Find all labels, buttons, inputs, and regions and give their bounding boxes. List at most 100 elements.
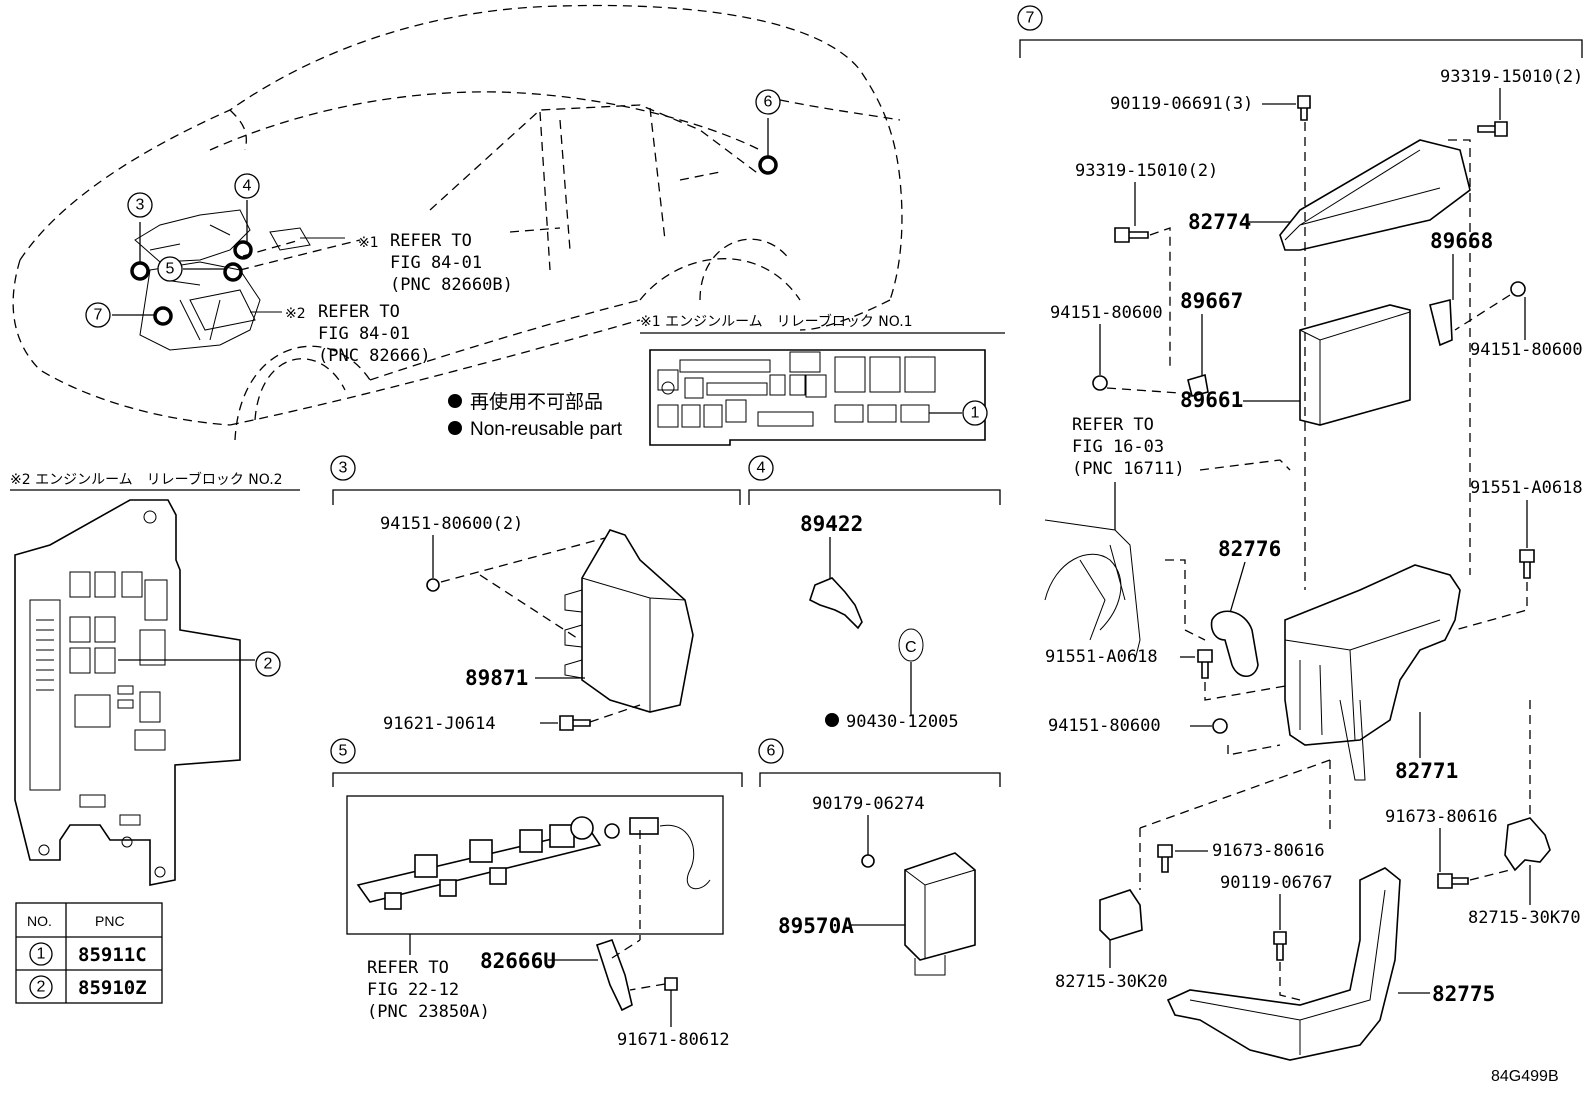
car-body-outline — [12, 4, 903, 441]
relay-block-2-housing — [14, 499, 241, 886]
part-82771: 82771 — [1395, 759, 1458, 783]
sec7-ref-line-2: FIG 16-03 — [1072, 437, 1164, 457]
svg-text:6: 6 — [764, 94, 773, 111]
bolt-icon — [1477, 121, 1508, 137]
leader-4 — [242, 239, 301, 257]
duct-82775 — [1166, 867, 1401, 1061]
nut-icon — [426, 578, 440, 592]
bolt-icon — [664, 977, 678, 991]
callout-5-header: 5 — [330, 738, 356, 764]
ref2-line-2: FIG 84-01 — [318, 324, 410, 344]
location-ring-6 — [758, 155, 778, 175]
svg-text:7: 7 — [1026, 10, 1035, 27]
pnc-row-1-no-circle — [29, 942, 53, 966]
sec5-ref-line-1: REFER TO — [367, 958, 449, 978]
part-90119-06691-3: 90119-06691(3) — [1110, 94, 1253, 114]
ref1-line-1: REFER TO — [390, 231, 472, 251]
section-4: 4 89422 C 90430-12005 — [748, 455, 1001, 732]
svg-text:5: 5 — [166, 261, 175, 278]
callout-5: 5 — [157, 256, 183, 282]
pnc-table: NO. PNC 1 85911C 2 85910Z — [15, 902, 163, 1004]
section-3: 3 94151-80600(2) 89871 91621-J0614 — [330, 455, 741, 734]
callout-3: 3 — [127, 192, 153, 218]
part-91551-A0618-left: 91551-A0618 — [1045, 647, 1158, 667]
bolt-icon — [1273, 931, 1287, 961]
bolt-icon — [1297, 95, 1311, 121]
legend-dot-en — [448, 421, 462, 435]
part-94151-80600-lower: 94151-80600 — [1048, 716, 1161, 736]
part-82715-30K70: 82715-30K70 — [1468, 908, 1581, 928]
svg-text:1: 1 — [971, 405, 980, 422]
callout-3-header: 3 — [330, 455, 356, 481]
svg-text:7: 7 — [94, 307, 103, 324]
part-82715-30K20: 82715-30K20 — [1055, 972, 1168, 992]
sec5-ref-line-2: FIG 22-12 — [367, 980, 459, 1000]
bolt-icon — [559, 715, 591, 731]
sec7-ref-line-1: REFER TO — [1072, 415, 1154, 435]
radiator-fan-sketch — [1044, 519, 1141, 661]
airbox-82771 — [1284, 564, 1461, 746]
part-89667: 89667 — [1180, 289, 1243, 313]
ref2-mark: ※2 — [285, 306, 306, 322]
gasket-ring — [898, 628, 924, 662]
part-94151-80600-2: 94151-80600(2) — [380, 514, 523, 534]
section-5: 5 REFER TO FIG 22-12 (PNC 23850A) 82666U — [330, 738, 743, 1050]
pnc-row-1-pnc: 85911C — [78, 944, 147, 966]
part-82774: 82774 — [1188, 210, 1251, 234]
pnc-row-2-no-circle — [29, 975, 53, 999]
pnc-table-header-pnc: PNC — [95, 913, 125, 929]
ecu-89871 — [581, 529, 694, 713]
callout-4-header: 4 — [748, 455, 774, 481]
section-7: 7 90119-06691(3) 93319-15010(2) 93319-15… — [1017, 5, 1583, 1061]
callout-4: 4 — [234, 173, 260, 199]
bracket-89668 — [1429, 298, 1453, 347]
svg-text:4: 4 — [757, 460, 766, 477]
callout-2: 2 — [255, 651, 281, 677]
part-93319-15010-2-left: 93319-15010(2) — [1075, 161, 1218, 181]
part-89871: 89871 — [465, 666, 528, 690]
part-82775: 82775 — [1432, 982, 1495, 1006]
ref1-line-3: (PNC 82660B) — [390, 275, 513, 295]
pnc-table-header-no: NO. — [27, 913, 52, 929]
callout-6: 6 — [755, 89, 781, 115]
relay-block-1: ※1 エンジンルーム リレーブロック NO.1 1 — [640, 313, 1005, 446]
ecu-89661 — [1299, 304, 1411, 426]
cover-82774 — [1279, 139, 1471, 251]
part-91671-80612: 91671-80612 — [617, 1030, 730, 1050]
bolt-icon — [1197, 649, 1213, 679]
part-82776: 82776 — [1218, 537, 1281, 561]
pnc-row-1-no: 1 — [37, 946, 46, 963]
bracket-82666U — [595, 938, 633, 1012]
part-91673-80616-left: 91673-80616 — [1212, 841, 1325, 861]
part-90430-12005: 90430-12005 — [846, 712, 959, 732]
ref1-mark: ※1 — [358, 235, 379, 251]
part-94151-80600-left: 94151-80600 — [1050, 303, 1163, 323]
part-90179-06274: 90179-06274 — [812, 794, 925, 814]
callout-1: 1 — [962, 400, 988, 426]
nut-icon — [1510, 281, 1526, 297]
legend: 再使用不可部品 Non-reusable part — [448, 391, 623, 440]
bolt-icon — [1114, 227, 1149, 243]
relay-block-1-title: ※1 エンジンルーム リレーブロック NO.1 — [640, 313, 913, 330]
callout-7-header: 7 — [1017, 5, 1043, 31]
module-89570A — [904, 852, 976, 961]
svg-text:4: 4 — [243, 178, 252, 195]
part-91673-80616-right: 91673-80616 — [1385, 807, 1498, 827]
nut-icon — [1092, 375, 1108, 391]
sec5-ref-line-3: (PNC 23850A) — [367, 1002, 490, 1022]
svg-text:5: 5 — [339, 743, 348, 760]
part-90119-06767: 90119-06767 — [1220, 873, 1333, 893]
duct-82776 — [1210, 610, 1259, 678]
pnc-row-2-pnc: 85910Z — [78, 977, 147, 999]
location-ring-4 — [233, 240, 253, 260]
svg-text:2: 2 — [264, 656, 273, 673]
ref1-line-2: FIG 84-01 — [390, 253, 482, 273]
bracket-82715-30K70 — [1504, 817, 1551, 872]
section-6: 6 90179-06274 89570A — [758, 738, 1001, 976]
svg-text:3: 3 — [136, 197, 145, 214]
non-reusable-dot — [825, 713, 839, 727]
part-89570A: 89570A — [778, 914, 854, 938]
part-91621-J0614: 91621-J0614 — [383, 714, 496, 734]
bracket-82715-30K20 — [1099, 889, 1143, 941]
